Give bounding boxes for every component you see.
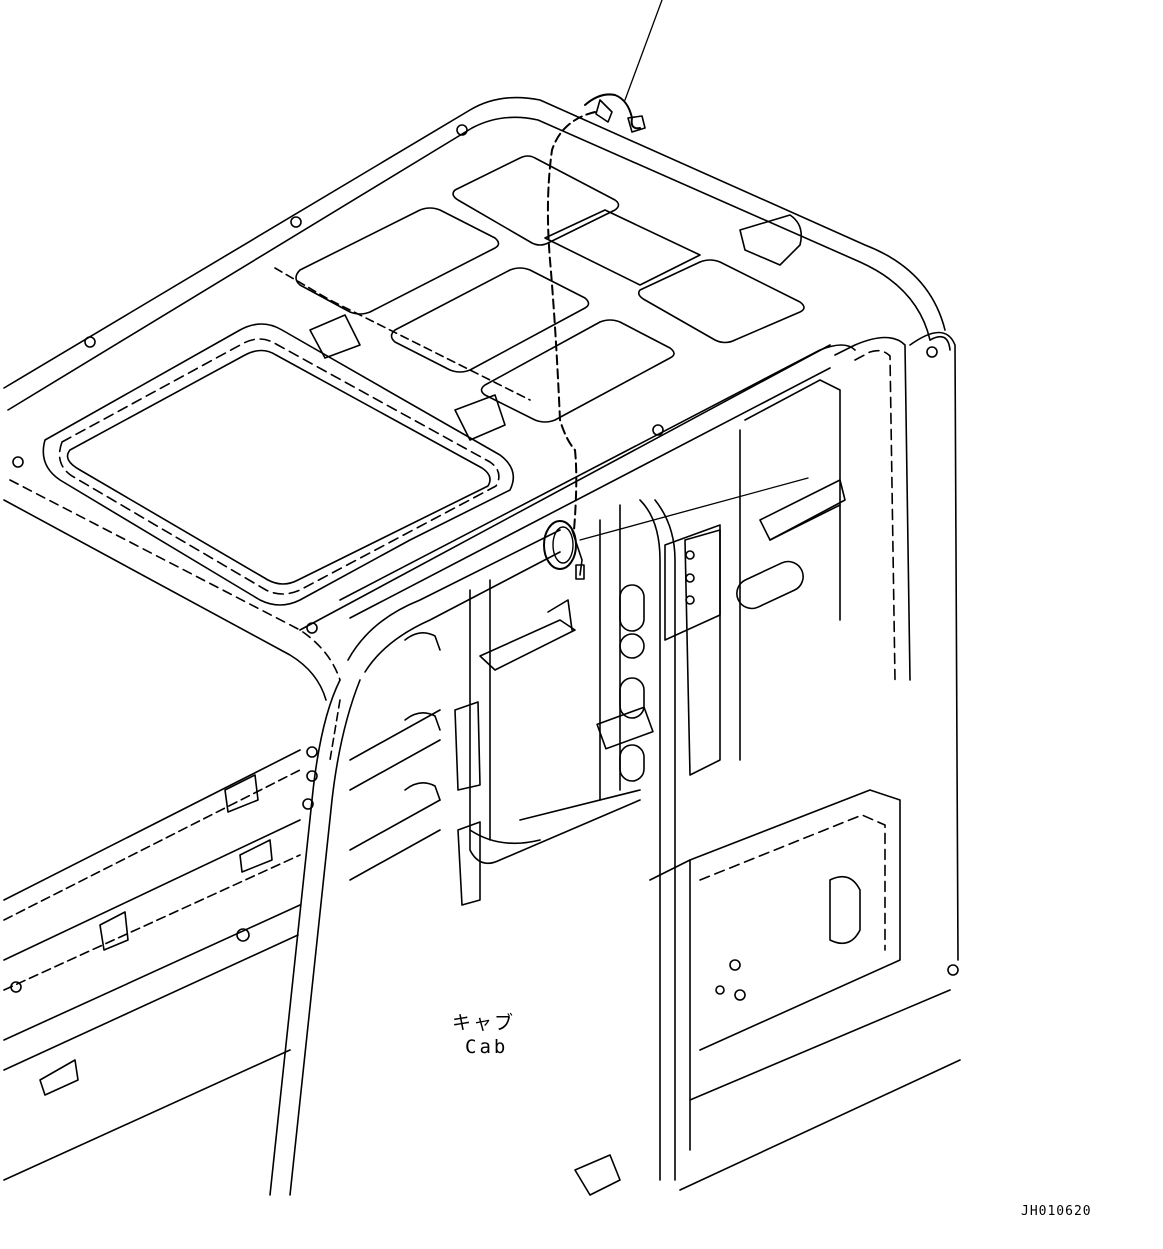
rear-frame	[469, 331, 961, 1191]
bolts	[10, 124, 959, 993]
roof-outline	[3, 96, 946, 701]
window-opening	[42, 323, 515, 606]
drawing-number: JH010620	[1021, 1204, 1092, 1219]
roof-panels	[274, 155, 805, 423]
part-label-english: Cab	[465, 1036, 509, 1058]
part-label-japanese: キャブ	[452, 1012, 516, 1034]
side-rails	[3, 632, 441, 1181]
front-pillar	[269, 529, 561, 1196]
brackets	[39, 214, 803, 1196]
leader-lines	[579, 0, 809, 541]
slots	[596, 479, 846, 782]
hinge-plate	[664, 524, 861, 1001]
wire-harness	[543, 93, 646, 580]
